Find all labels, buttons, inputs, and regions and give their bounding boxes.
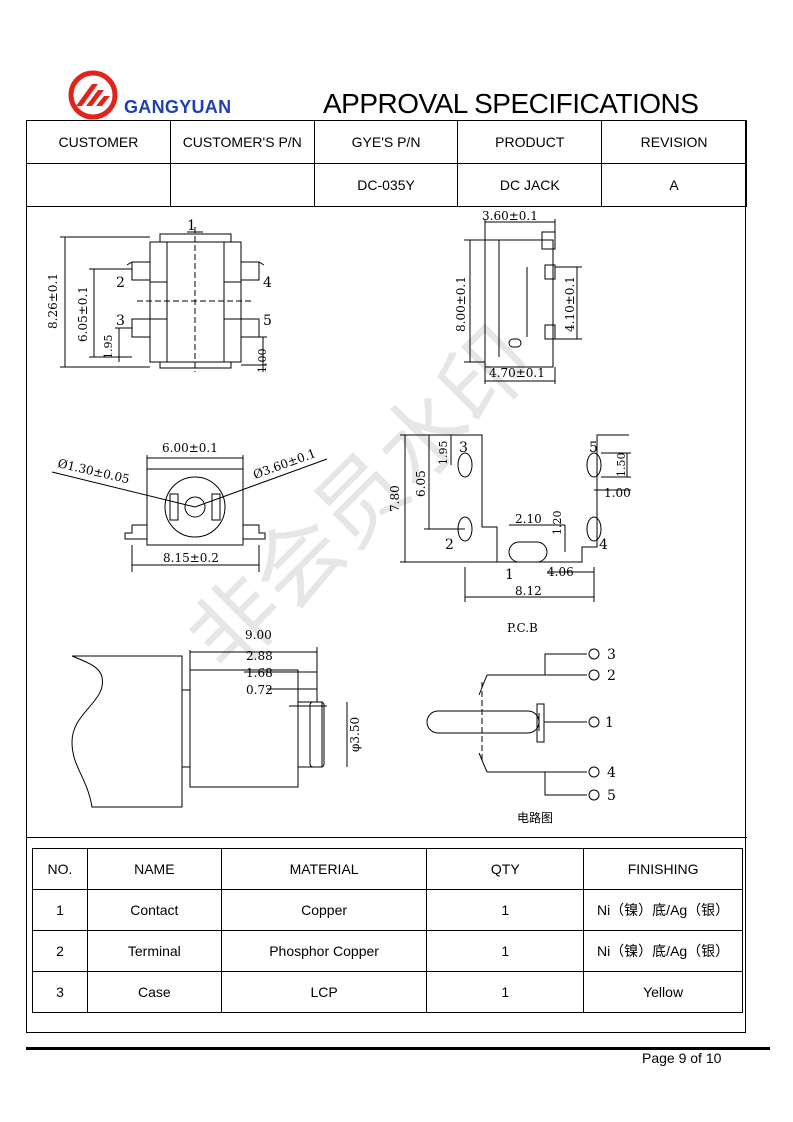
table-row: 3 Case LCP 1 Yellow — [32, 971, 743, 1013]
circuit-title: P.C.B — [507, 621, 538, 635]
top-view-pin-1: 1 — [187, 218, 196, 234]
parts-table: NO. NAME MATERIAL QTY FINISHING 1 Contac… — [32, 848, 743, 1013]
part-material: Copper — [220, 889, 428, 931]
side-view-dim-360: 3.60±0.1 — [482, 209, 538, 223]
technical-drawing-area: 非会员水印 8.26±0.1 6.05±0.1 1.95 1.00 1 2 3 … — [27, 207, 746, 837]
part-finishing: Ni（镍）底/Ag（银） — [583, 930, 743, 972]
top-view-pin-3: 3 — [116, 313, 125, 329]
info-val-gye-pn: DC-035Y — [313, 163, 459, 207]
part-no: 1 — [32, 889, 88, 931]
part-qty: 1 — [426, 889, 585, 931]
parts-col-finishing: FINISHING — [583, 848, 743, 890]
part-finishing: Yellow — [583, 971, 743, 1013]
info-col-gye-pn: GYE'S P/N — [313, 120, 459, 164]
parts-col-name: NAME — [86, 848, 222, 890]
part-no: 3 — [32, 971, 88, 1013]
footprint-pin-3: 3 — [459, 440, 468, 456]
top-view-pin-4: 4 — [263, 275, 272, 291]
circuit-pin-4: 4 — [607, 765, 616, 781]
side-view-dim-410: 4.10±0.1 — [563, 276, 577, 332]
top-view-dim-195: 1.95 — [102, 335, 115, 360]
info-val-revision: A — [601, 163, 747, 207]
brand-name: GANGYUAN — [124, 97, 232, 117]
footprint-dim-780: 7.80 — [388, 485, 402, 512]
part-name: Case — [86, 971, 222, 1013]
footprint-dim-406: 4.06 — [547, 565, 574, 579]
footprint-dim-812: 8.12 — [515, 584, 542, 598]
top-view-pin-5: 5 — [263, 313, 272, 329]
circuit-pin-2: 2 — [607, 668, 616, 684]
circuit-pin-1: 1 — [605, 715, 614, 731]
info-col-revision: REVISION — [601, 120, 747, 164]
info-header-row: CUSTOMER CUSTOMER'S P/N GYE'S P/N PRODUC… — [26, 120, 747, 164]
footprint-pin-5: 5 — [589, 440, 598, 456]
top-view-dim-100: 1.00 — [256, 349, 269, 374]
front-view-dim-815: 8.15±0.2 — [163, 551, 219, 565]
info-val-product: DC JACK — [457, 163, 603, 207]
info-value-row: DC-035Y DC JACK A — [26, 163, 747, 207]
drawing-separator — [26, 837, 747, 838]
footprint-dim-210: 2.10 — [515, 512, 542, 526]
part-qty: 1 — [426, 930, 585, 972]
top-view-pin-2: 2 — [116, 275, 125, 291]
parts-col-qty: QTY — [426, 848, 585, 890]
footprint-pin-4: 4 — [599, 537, 608, 553]
part-material: LCP — [220, 971, 428, 1013]
footprint-pin-2: 2 — [445, 537, 454, 553]
part-no: 2 — [32, 930, 88, 972]
footprint-dim-195: 1.95 — [437, 441, 450, 466]
plug-dim-350: φ3.50 — [348, 717, 362, 752]
top-view-dim-826: 8.26±0.1 — [46, 273, 60, 329]
document-title: APPROVAL SPECIFICATIONS — [323, 88, 699, 119]
plug-dim-072: 0.72 — [246, 683, 273, 697]
circuit-pin-5: 5 — [607, 788, 616, 804]
front-view-dim-600: 6.00±0.1 — [162, 441, 218, 455]
footprint-dim-120: 1.20 — [551, 511, 564, 536]
info-col-product: PRODUCT — [457, 120, 603, 164]
part-qty: 1 — [426, 971, 585, 1013]
top-view-dim-605: 6.05±0.1 — [76, 286, 90, 342]
plug-dim-900: 9.00 — [245, 628, 272, 642]
circuit-pin-3: 3 — [607, 647, 616, 663]
info-col-customer: CUSTOMER — [26, 120, 171, 164]
side-view-dim-470: 4.70±0.1 — [489, 366, 545, 380]
info-val-customer-pn — [169, 163, 315, 207]
parts-header-row: NO. NAME MATERIAL QTY FINISHING — [32, 848, 743, 890]
plug-dim-288: 2.88 — [246, 649, 273, 663]
parts-col-no: NO. — [32, 848, 88, 890]
page-number: Page 9 of 10 — [642, 1050, 722, 1066]
footprint-dim-100: 1.00 — [604, 486, 631, 500]
info-col-customer-pn: CUSTOMER'S P/N — [169, 120, 315, 164]
side-view-drawing: 3.60±0.1 8.00±0.1 4.10±0.1 4.70±0.1 — [454, 209, 582, 384]
front-view-dim-360: Ø3.60±0.1 — [251, 446, 318, 482]
info-val-customer — [26, 163, 171, 207]
table-row: 1 Contact Copper 1 Ni（镍）底/Ag（银） — [32, 889, 743, 931]
table-row: 2 Terminal Phosphor Copper 1 Ni（镍）底/Ag（银… — [32, 930, 743, 972]
side-view-dim-800: 8.00±0.1 — [454, 276, 468, 332]
part-finishing: Ni（镍）底/Ag（银） — [583, 889, 743, 931]
top-view-drawing: 8.26±0.1 6.05±0.1 1.95 1.00 1 2 3 4 5 — [46, 218, 272, 373]
part-name: Contact — [86, 889, 222, 931]
plug-drawing: 9.00 2.88 1.68 0.72 φ3.50 — [71, 628, 362, 808]
parts-col-material: MATERIAL — [220, 848, 428, 890]
footprint-dim-150: 1.50 — [615, 453, 628, 478]
info-table: CUSTOMER CUSTOMER'S P/N GYE'S P/N PRODUC… — [26, 120, 747, 207]
plug-dim-168: 1.68 — [246, 666, 273, 680]
footprint-pin-1: 1 — [505, 567, 514, 583]
circuit-caption: 电路图 — [517, 810, 553, 825]
footer-rule — [26, 1047, 770, 1050]
footprint-drawing: 7.80 6.05 1.95 1.50 1.00 2.10 1.20 4.06 … — [388, 434, 631, 602]
part-material: Phosphor Copper — [220, 930, 428, 972]
gangyuan-logo-icon — [68, 70, 118, 120]
footprint-dim-605: 6.05 — [414, 470, 428, 497]
part-name: Terminal — [86, 930, 222, 972]
circuit-diagram: P.C.B 3 2 1 4 5 电路图 — [426, 621, 616, 825]
